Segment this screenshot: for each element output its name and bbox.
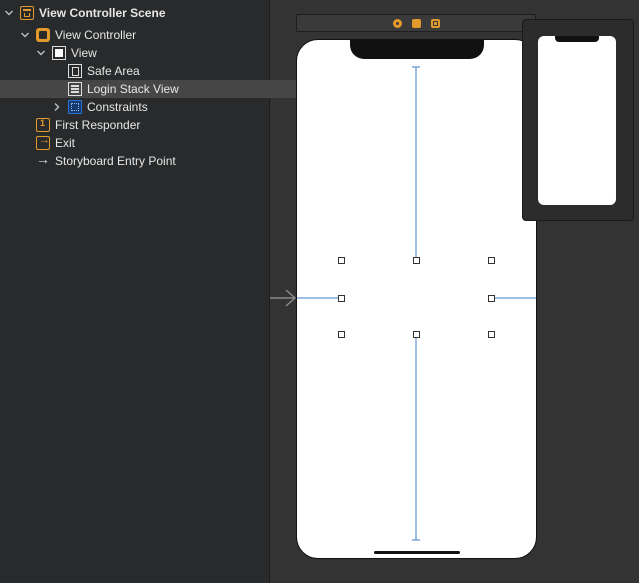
minimap-notch <box>555 36 599 42</box>
stack-view-icon <box>68 82 82 96</box>
view-controller-dock-icon[interactable] <box>392 18 402 28</box>
disclosure-expanded-icon[interactable] <box>36 48 46 58</box>
entry-point-arrow-icon <box>36 151 50 168</box>
outline-label: View <box>71 46 97 60</box>
view-icon <box>52 46 66 60</box>
disclosure-expanded-icon[interactable] <box>20 30 30 40</box>
document-outline: View Controller Scene View Controller Vi… <box>0 0 337 583</box>
storyboard-canvas[interactable] <box>270 0 639 583</box>
minimap-device-preview <box>538 36 616 205</box>
device-notch <box>350 40 484 59</box>
safe-area-icon <box>68 64 82 78</box>
outline-row-safe-area[interactable]: Safe Area <box>0 62 337 80</box>
selection-handles <box>338 257 495 338</box>
exit-icon <box>36 134 50 150</box>
outline-row-view-controller-scene[interactable]: View Controller Scene <box>0 4 273 22</box>
home-indicator <box>374 551 460 554</box>
entry-point-arrow-icon[interactable] <box>270 288 300 308</box>
constraints-icon <box>68 100 82 114</box>
exit-dock-icon[interactable] <box>430 18 440 28</box>
first-responder-icon <box>36 118 50 132</box>
outline-row-exit[interactable]: Exit <box>0 134 305 152</box>
outline-label: First Responder <box>55 118 141 132</box>
first-responder-dock-icon[interactable] <box>411 18 421 28</box>
iphone-device-frame[interactable] <box>296 39 537 559</box>
outline-label: Storyboard Entry Point <box>55 154 176 168</box>
outline-label: View Controller Scene <box>39 6 166 20</box>
outline-row-view-controller[interactable]: View Controller <box>0 26 289 44</box>
outline-row-storyboard-entry-point[interactable]: Storyboard Entry Point <box>0 151 305 170</box>
outline-label: View Controller <box>55 28 137 42</box>
outline-row-constraints[interactable]: Constraints <box>0 98 321 116</box>
outline-row-view[interactable]: View <box>0 44 305 62</box>
outline-label: Exit <box>55 136 76 150</box>
outline-label: Login Stack View <box>87 82 179 96</box>
disclosure-expanded-icon[interactable] <box>4 8 14 18</box>
view-controller-icon <box>36 28 50 42</box>
outline-label: Constraints <box>87 100 148 114</box>
outline-label: Safe Area <box>87 64 140 78</box>
outline-row-login-stack-view[interactable]: Login Stack View <box>0 80 337 98</box>
scene-dock[interactable] <box>296 14 536 32</box>
storyboard-scene-icon <box>20 6 34 20</box>
disclosure-collapsed-icon[interactable] <box>52 102 62 112</box>
outline-row-first-responder[interactable]: First Responder <box>0 116 305 134</box>
canvas-minimap[interactable] <box>522 19 634 221</box>
constraint-overlay <box>297 66 536 541</box>
